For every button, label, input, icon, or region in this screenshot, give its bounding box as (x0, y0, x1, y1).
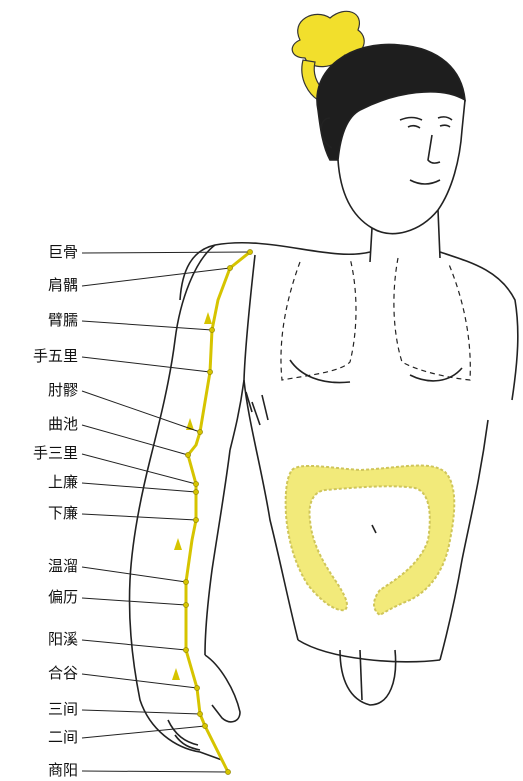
leader-line (82, 454, 196, 484)
leader-line (82, 514, 196, 520)
acupoint-label: 下廉 (4, 504, 78, 522)
acupoint-dot (183, 602, 188, 607)
arrow-up-icon (172, 668, 180, 680)
leader-line (82, 483, 196, 492)
leader-line (82, 640, 186, 650)
acupoint-label: 手三里 (4, 444, 78, 462)
acupoint-label: 上廉 (4, 473, 78, 491)
acupoint-dot (209, 327, 214, 332)
acupoint-label: 手五里 (4, 347, 78, 365)
head (317, 44, 465, 262)
acupoint-label: 商阳 (4, 761, 78, 779)
leader-line (82, 268, 230, 286)
acupoint-dot (197, 711, 202, 716)
acupoint-label: 肩髃 (4, 276, 78, 294)
acupoint-dot (227, 265, 232, 270)
colon (286, 466, 455, 615)
acupoint-label: 二间 (4, 728, 78, 746)
acupoint-dot (225, 769, 230, 774)
acupoint-dot (193, 517, 198, 522)
acupoint-label: 阳溪 (4, 630, 78, 648)
leader-line (82, 674, 197, 688)
acupoint-dot (247, 249, 252, 254)
leader-line (82, 726, 205, 738)
hair (317, 44, 465, 160)
leader-line (82, 425, 188, 455)
acupoint-dot (202, 723, 207, 728)
acupoint-dot (197, 429, 202, 434)
acupoint-label: 偏历 (4, 588, 78, 606)
leader-line (82, 567, 186, 582)
acupoint-label: 肘髎 (4, 381, 78, 399)
leader-line (82, 321, 212, 330)
acupoint-dot (193, 489, 198, 494)
acupoint-dot (183, 579, 188, 584)
acupoint-dot (193, 481, 198, 486)
arm (129, 245, 255, 760)
acupoint-dot (207, 369, 212, 374)
acupoint-dot (194, 685, 199, 690)
acupoint-label: 温溜 (4, 557, 78, 575)
acupoint-label: 合谷 (4, 664, 78, 682)
acupoint-label: 曲池 (4, 415, 78, 433)
acupoint-dot (183, 647, 188, 652)
leader-line (82, 771, 228, 772)
leader-line (82, 391, 200, 432)
arrow-up-icon (204, 312, 212, 324)
acupoint-label: 巨骨 (4, 243, 78, 261)
meridian-line (186, 252, 250, 772)
acupoint-label: 臂臑 (4, 311, 78, 329)
arrow-up-icon (174, 538, 182, 550)
leader-line (82, 252, 250, 253)
leader-line (82, 357, 210, 372)
acupoint-markers (183, 249, 252, 774)
leader-lines (82, 252, 250, 772)
acupoint-dot (185, 452, 190, 457)
leader-line (82, 710, 200, 714)
leader-line (82, 598, 186, 605)
acupoint-label: 三间 (4, 700, 78, 718)
